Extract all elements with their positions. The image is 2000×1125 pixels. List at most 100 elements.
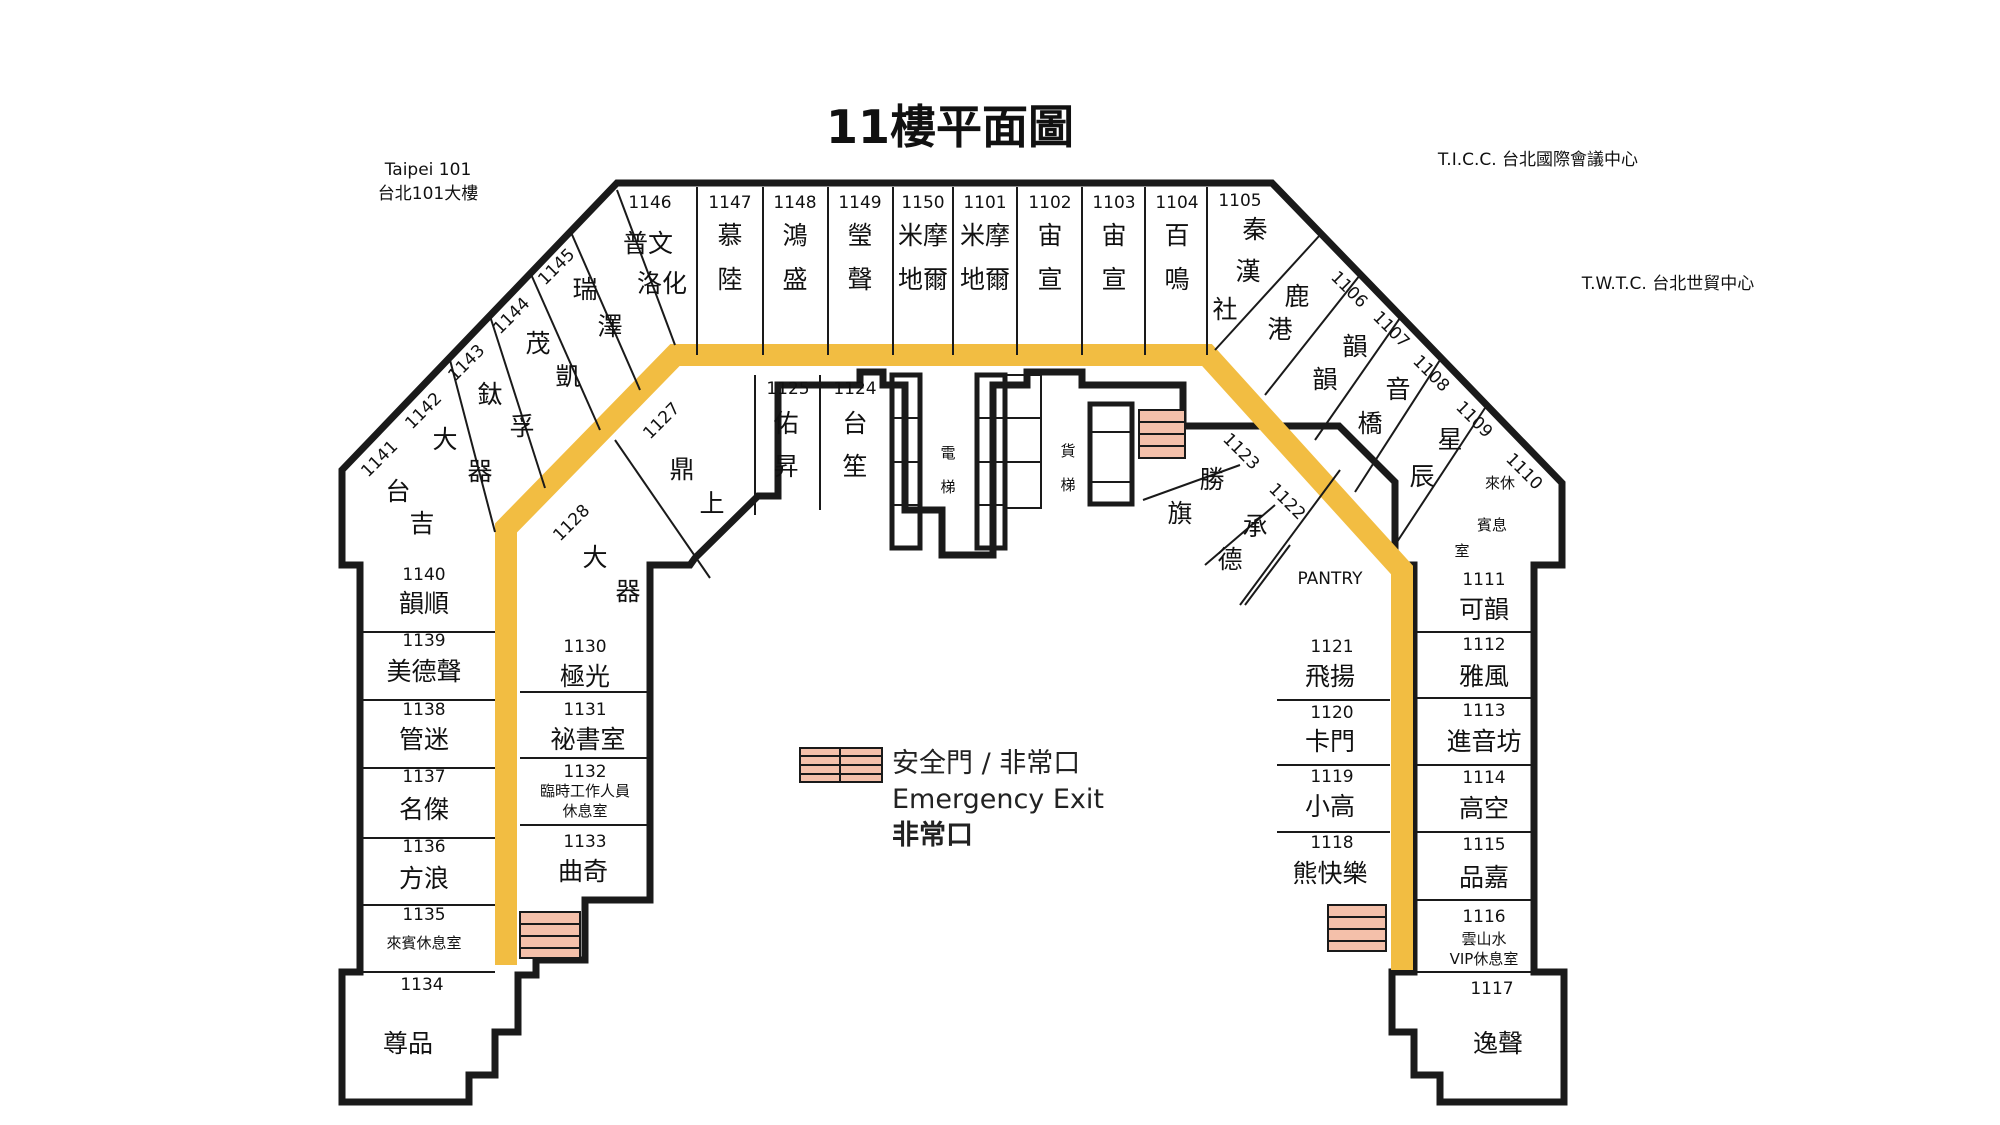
svg-text:1114: 1114	[1462, 768, 1505, 788]
svg-text:1104: 1104	[1155, 193, 1198, 213]
landmark-twtc: T.W.T.C. 台北世貿中心	[1581, 274, 1754, 294]
svg-text:笙: 笙	[842, 452, 867, 481]
room-1150[interactable]: 1150 米摩 地爾	[898, 193, 948, 294]
svg-text:管迷: 管迷	[399, 725, 449, 754]
room-1136[interactable]: 1136 方浪	[399, 837, 449, 893]
svg-text:極光: 極光	[560, 662, 610, 691]
svg-text:電: 電	[940, 444, 955, 462]
room-1105[interactable]: 1105 秦 漢 社	[1212, 191, 1267, 324]
room-1140[interactable]: 1140 韻順	[399, 565, 449, 618]
svg-text:1130: 1130	[563, 637, 606, 657]
svg-text:1136: 1136	[402, 837, 445, 857]
room-1130[interactable]: 1130 極光	[560, 637, 610, 691]
room-1149[interactable]: 1149 瑩 聲	[838, 193, 881, 294]
svg-text:VIP休息室: VIP休息室	[1450, 950, 1519, 968]
room-1104[interactable]: 1104 百 鳴	[1155, 193, 1198, 294]
svg-text:1112: 1112	[1462, 635, 1505, 655]
svg-text:秦: 秦	[1242, 215, 1267, 244]
page-title: 11樓平面圖	[826, 100, 1074, 154]
stair-top-right	[1138, 409, 1186, 459]
room-1120[interactable]: 1120 卡門	[1305, 703, 1355, 756]
svg-text:瑞: 瑞	[572, 275, 597, 304]
svg-text:高空: 高空	[1459, 794, 1509, 823]
svg-text:1132: 1132	[563, 762, 606, 782]
svg-text:1107: 1107	[1368, 307, 1413, 352]
room-1128[interactable]: 1128 大 器	[549, 501, 640, 606]
room-1115[interactable]: 1115 品嘉	[1459, 835, 1509, 892]
room-1125[interactable]: 1125 佑 昇	[766, 379, 809, 481]
svg-text:鳴: 鳴	[1164, 265, 1189, 294]
svg-text:器: 器	[615, 577, 640, 606]
svg-text:雲山水: 雲山水	[1461, 930, 1506, 948]
legend-line-3: 非常口	[892, 820, 973, 851]
svg-text:港: 港	[1267, 315, 1292, 344]
svg-text:1119: 1119	[1310, 767, 1353, 787]
room-1101[interactable]: 1101 米摩 地爾	[960, 193, 1010, 294]
room-1119[interactable]: 1119 小高	[1305, 767, 1355, 821]
svg-text:茂: 茂	[525, 329, 550, 358]
room-1131[interactable]: 1131 祕書室	[550, 700, 625, 754]
svg-text:1134: 1134	[400, 975, 443, 995]
room-1132[interactable]: 1132 臨時工作人員 休息室	[540, 762, 630, 820]
room-1133[interactable]: 1133 曲奇	[558, 832, 608, 886]
room-1137[interactable]: 1137 名傑	[399, 767, 449, 824]
room-1138[interactable]: 1138 管迷	[399, 700, 449, 754]
room-1135[interactable]: 1135 來賓休息室	[386, 905, 461, 952]
room-1116[interactable]: 1116 雲山水 VIP休息室	[1450, 907, 1519, 968]
room-1127[interactable]: 1127 鼎 上	[639, 399, 724, 518]
room-1114[interactable]: 1114 高空	[1459, 768, 1509, 823]
svg-text:祕書室: 祕書室	[550, 725, 625, 754]
svg-text:洛化: 洛化	[637, 269, 687, 298]
svg-text:宣: 宣	[1037, 265, 1062, 294]
emergency-exit-icon	[799, 747, 883, 783]
svg-text:名傑: 名傑	[399, 795, 449, 824]
svg-text:1101: 1101	[963, 193, 1006, 213]
svg-text:韻順: 韻順	[399, 589, 449, 618]
svg-text:方浪: 方浪	[399, 864, 449, 893]
room-1112[interactable]: 1112 雅風	[1459, 635, 1509, 691]
svg-text:德: 德	[1217, 545, 1242, 574]
room-1146[interactable]: 1146 普文 洛化	[623, 193, 687, 298]
room-1139[interactable]: 1139 美德聲	[386, 631, 461, 686]
svg-text:地爾: 地爾	[960, 265, 1010, 294]
room-1144[interactable]: 1144 茂 凱	[489, 294, 580, 391]
room-1141[interactable]: 1141 台 吉	[357, 437, 434, 538]
room-1102[interactable]: 1102 宙 宣	[1028, 193, 1071, 294]
svg-text:熊快樂: 熊快樂	[1292, 859, 1367, 888]
svg-text:鴻: 鴻	[782, 221, 807, 250]
landmark-taipei101-zh: 台北101大樓	[378, 184, 478, 204]
room-1124[interactable]: 1124 台 笙	[833, 379, 876, 481]
svg-text:1108: 1108	[1408, 351, 1453, 396]
room-1110[interactable]: 1110 來休 賓息 室	[1454, 449, 1546, 560]
svg-text:1123: 1123	[1218, 429, 1263, 474]
room-1117[interactable]: 1117 逸聲	[1470, 979, 1523, 1058]
svg-text:社: 社	[1212, 295, 1237, 324]
svg-text:台: 台	[385, 477, 410, 506]
room-1111[interactable]: 1111 可韻	[1459, 570, 1509, 624]
svg-text:台: 台	[842, 409, 867, 438]
room-1103[interactable]: 1103 宙 宣	[1092, 193, 1135, 294]
svg-text:貨: 貨	[1060, 442, 1075, 460]
svg-text:1113: 1113	[1462, 701, 1505, 721]
landmark-ticc: T.I.C.C. 台北國際會議中心	[1437, 150, 1638, 170]
room-1134[interactable]: 1134 尊品	[383, 975, 444, 1058]
svg-text:勝: 勝	[1199, 465, 1224, 494]
freight-elevator-label: 貨 梯	[1060, 442, 1075, 494]
room-1113[interactable]: 1113 進音坊	[1446, 701, 1521, 756]
room-1122[interactable]: 1122 承 德	[1217, 479, 1309, 574]
svg-text:室: 室	[1454, 542, 1469, 560]
legend-line-2: Emergency Exit	[892, 784, 1104, 815]
elevator-label: 電 梯	[940, 444, 955, 496]
room-1147[interactable]: 1147 慕 陸	[708, 193, 751, 294]
svg-text:宣: 宣	[1101, 265, 1126, 294]
room-1121[interactable]: 1121 飛揚	[1305, 637, 1355, 691]
landmark-taipei101-en: Taipei 101	[384, 160, 472, 180]
svg-text:1102: 1102	[1028, 193, 1071, 213]
svg-text:佑: 佑	[773, 409, 798, 438]
pantry-label: PANTRY	[1297, 569, 1363, 589]
room-1118[interactable]: 1118 熊快樂	[1292, 833, 1367, 888]
svg-text:1140: 1140	[402, 565, 445, 585]
room-1148[interactable]: 1148 鴻 盛	[773, 193, 816, 294]
svg-text:瑩: 瑩	[847, 221, 872, 250]
svg-text:1139: 1139	[402, 631, 445, 651]
